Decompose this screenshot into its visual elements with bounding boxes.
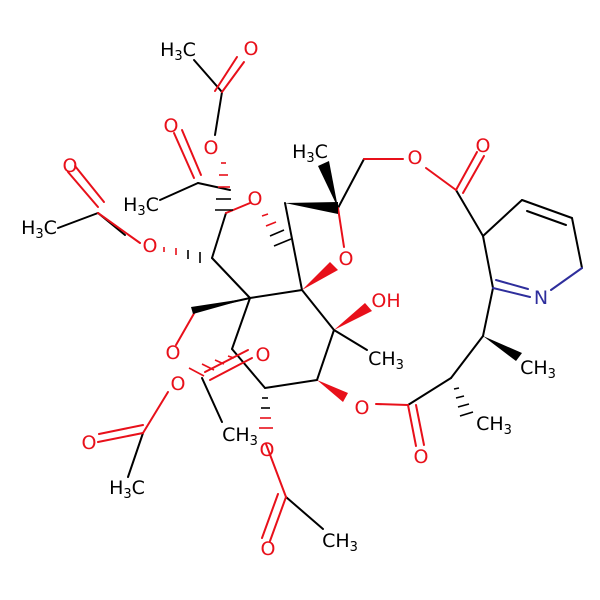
methyl-label: H3C	[292, 141, 328, 166]
oxygen-atom-label: O	[256, 344, 271, 366]
oxygen-atom-label: O	[143, 235, 158, 257]
oxygen-atom-label: O	[408, 147, 423, 169]
nitrogen-bonds	[492, 267, 583, 298]
nitrogen-atom-label: N	[534, 287, 548, 309]
methyl-labels: H3C H3C H3C H3C H3C CH3 CH3 CH3 CH3 CH3	[21, 39, 556, 555]
carbon-bonds	[57, 59, 583, 530]
oxygen-atom-label: O	[414, 446, 429, 468]
oxygen-atom-label: O	[244, 38, 259, 60]
oxygen-atom-label: O	[355, 397, 370, 419]
oxygen-atom-label: O	[164, 115, 179, 137]
methyl-label: H3C	[21, 217, 57, 242]
oxygen-labels: O O O O O O O O O OH O O O O O O O O	[63, 38, 491, 560]
oxygen-atom-label: O	[260, 439, 275, 461]
methyl-label: H3C	[123, 194, 159, 219]
methyl-label: H3C	[109, 477, 145, 502]
oxygen-atom-label: O	[63, 155, 78, 177]
oxygen-atom-label: O	[248, 188, 263, 210]
hydroxyl-label: OH	[371, 290, 400, 312]
methyl-label: CH3	[520, 357, 556, 382]
oxygen-atom-label: O	[204, 137, 219, 159]
methyl-label: CH3	[222, 424, 258, 449]
wedge-bonds	[191, 161, 522, 402]
methyl-label: H3C	[160, 39, 196, 64]
oxygen-atom-label: O	[171, 373, 186, 395]
methyl-label: CH3	[368, 348, 404, 373]
oxygen-bonds	[67, 56, 485, 542]
hashed-bonds	[163, 162, 474, 429]
oxygen-atom-label: O	[261, 538, 276, 560]
oxygen-atom-label: O	[82, 432, 97, 454]
methyl-label: CH3	[476, 413, 512, 438]
methyl-label: CH3	[322, 530, 358, 555]
oxygen-atom-label: O	[166, 342, 181, 364]
oxygen-atom-label: O	[476, 135, 491, 157]
oxygen-atom-label: O	[339, 248, 354, 270]
